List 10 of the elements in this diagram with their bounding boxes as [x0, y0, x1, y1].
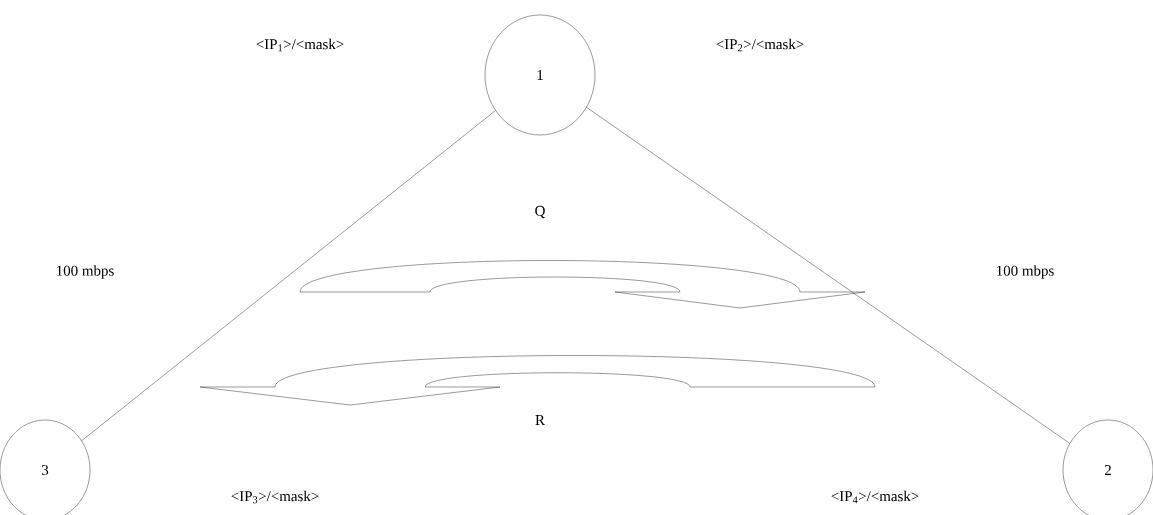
label-text: <IP$_{3}$>/<mask>: [231, 490, 319, 504]
label-text: <IP$_{2}$>/<mask>: [716, 38, 804, 52]
label-text: <IP$_{4}$>/<mask>: [831, 490, 919, 504]
label-text: Q: [535, 205, 546, 219]
label-text: 100 mbps: [57, 265, 114, 279]
label-text: 100 mbps: [997, 265, 1054, 279]
label-text: R: [535, 415, 545, 425]
label-text: <IP$_{1}$>/<mask>: [256, 38, 344, 52]
link-line: [586, 107, 1070, 444]
link-line: [81, 110, 496, 441]
